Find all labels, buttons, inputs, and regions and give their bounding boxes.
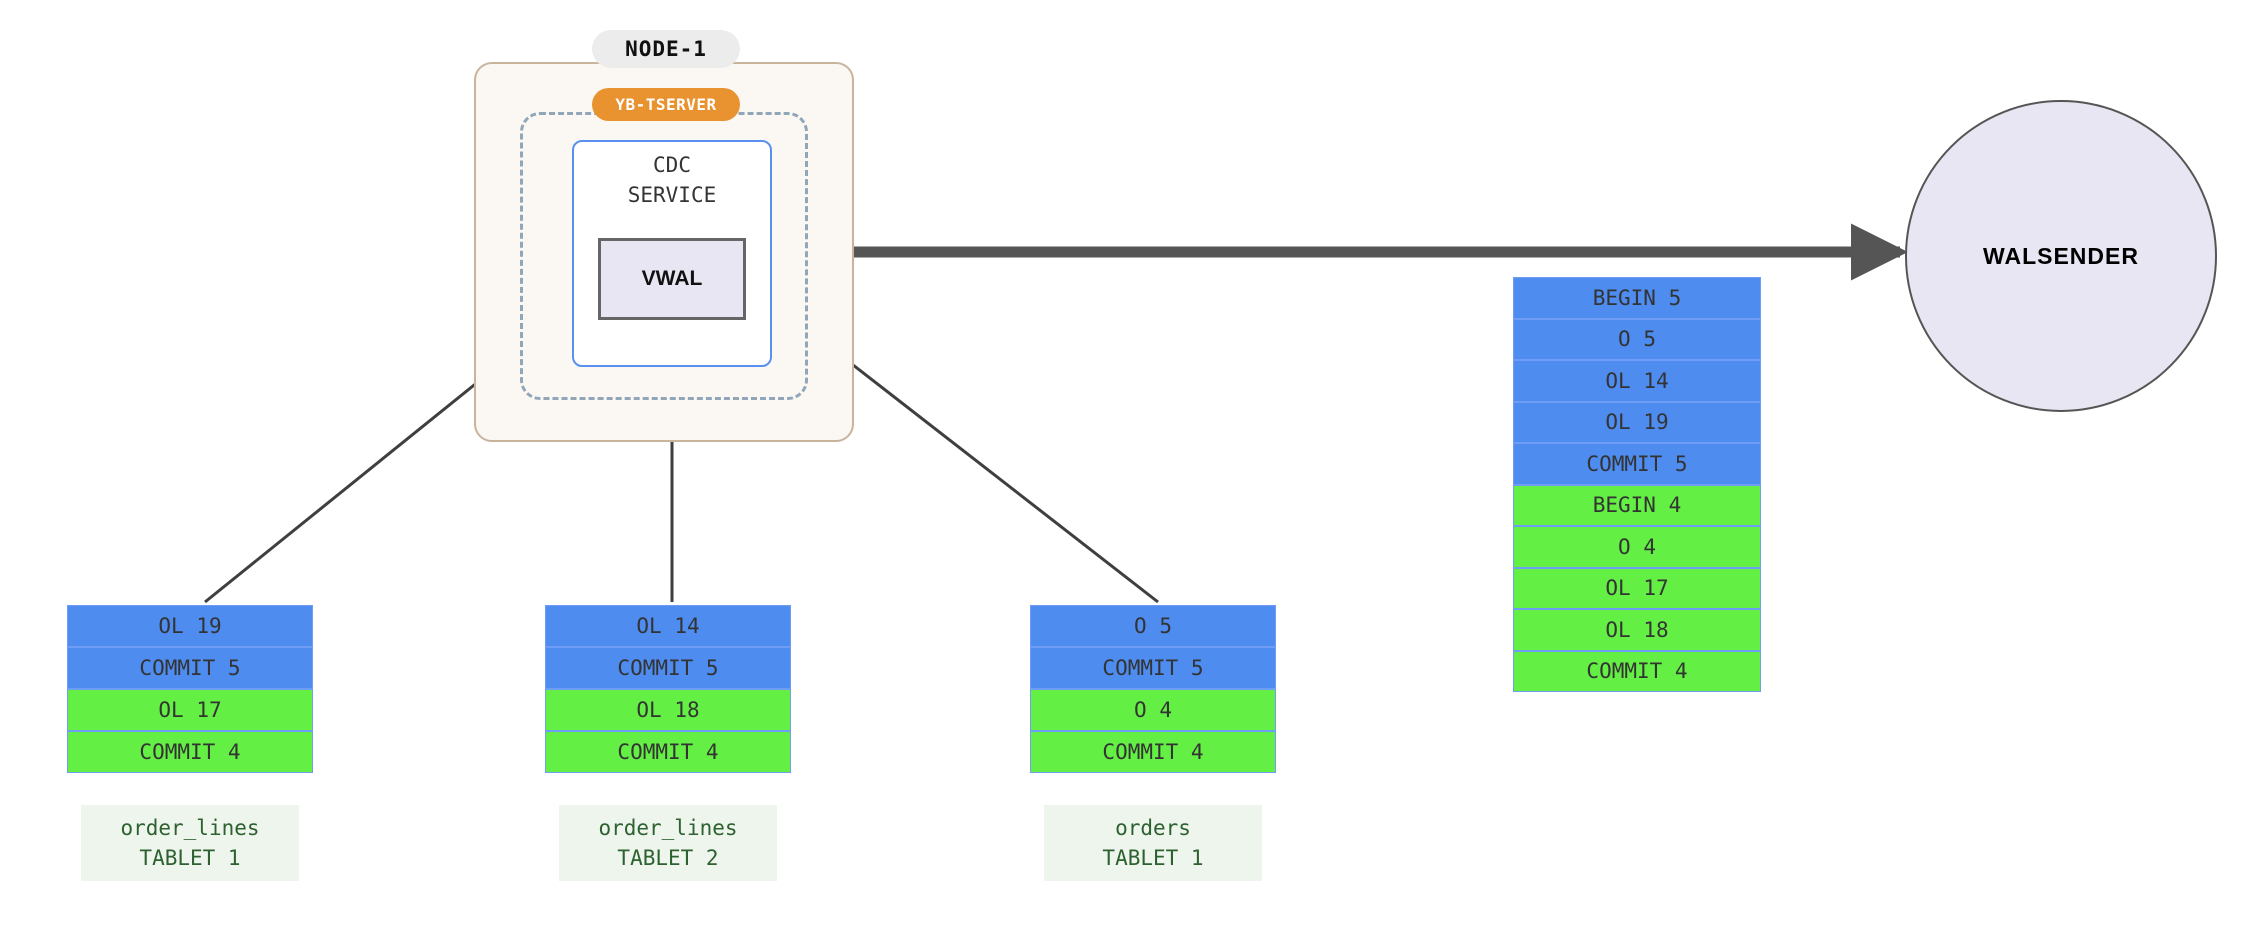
- tablet-record-row: OL 17: [67, 689, 313, 731]
- wal-record-row: BEGIN 4: [1513, 484, 1761, 526]
- cdc-service-label: CDC SERVICE: [627, 153, 717, 207]
- wal-record-row: O 4: [1513, 526, 1761, 568]
- tablet-record-row: COMMIT 4: [67, 731, 313, 773]
- tablet-label-line: TABLET 1: [139, 846, 241, 870]
- wal-record-row: OL 17: [1513, 567, 1761, 609]
- tablet-record-row: O 4: [1030, 689, 1276, 731]
- tablet-label-line: orders: [1115, 816, 1191, 840]
- tablet-record-row: OL 19: [67, 605, 313, 647]
- tablet-record-row: COMMIT 5: [67, 647, 313, 689]
- yb-tserver-badge: YB-TSERVER: [592, 88, 740, 121]
- tablet-record-row: OL 14: [545, 605, 791, 647]
- tablet-label-line: TABLET 2: [617, 846, 719, 870]
- tablet-record-row: OL 18: [545, 689, 791, 731]
- wal-record-row: OL 18: [1513, 609, 1761, 651]
- wal-record-row: BEGIN 5: [1513, 277, 1761, 319]
- tablet-record-row: COMMIT 4: [1030, 731, 1276, 773]
- wal-record-row: OL 19: [1513, 401, 1761, 443]
- tablet-record-row: COMMIT 4: [545, 731, 791, 773]
- node-1-badge: NODE-1: [592, 30, 740, 68]
- tablet-record-row: COMMIT 5: [545, 647, 791, 689]
- tablet-record-row: O 5: [1030, 605, 1276, 647]
- wal-record-row: COMMIT 4: [1513, 650, 1761, 692]
- tablet-label-line: TABLET 1: [1102, 846, 1204, 870]
- tablet-record-row: COMMIT 5: [1030, 647, 1276, 689]
- tablet-label-line: order_lines: [598, 816, 738, 840]
- walsender-node: WALSENDER: [1905, 100, 2217, 412]
- vwal-box: VWAL: [598, 238, 746, 320]
- wal-record-row: OL 14: [1513, 360, 1761, 402]
- wal-record-row: COMMIT 5: [1513, 443, 1761, 485]
- tablet-label-line: order_lines: [120, 816, 260, 840]
- wal-record-row: O 5: [1513, 318, 1761, 360]
